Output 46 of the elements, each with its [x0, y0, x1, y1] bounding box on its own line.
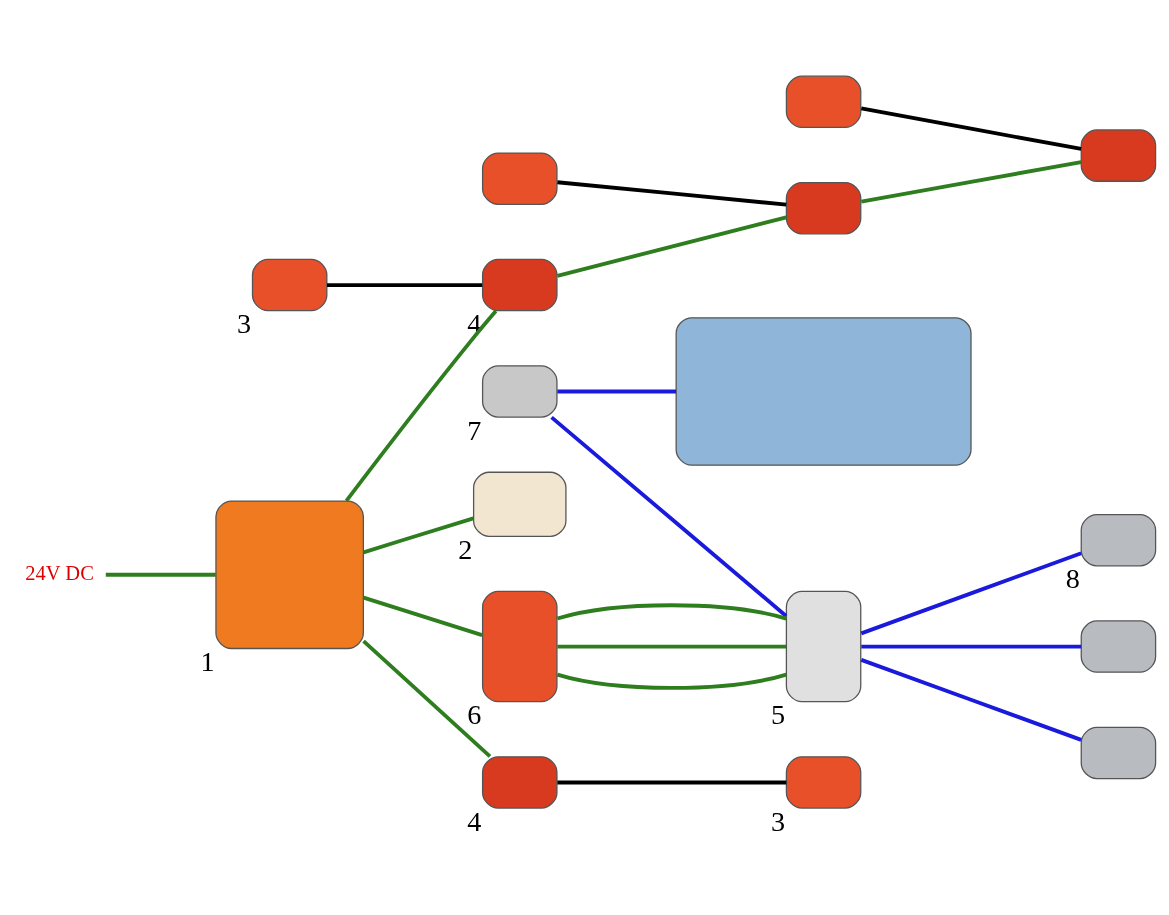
node-label: 3 — [771, 805, 786, 837]
node-box — [481, 590, 558, 703]
node-box — [1080, 513, 1157, 567]
connector — [860, 160, 1082, 204]
connector — [327, 283, 483, 287]
connector — [556, 215, 787, 278]
node-box — [481, 152, 558, 205]
connector — [362, 639, 492, 758]
node-label: 8 — [1065, 563, 1080, 595]
node-box — [481, 756, 558, 809]
node-box — [785, 590, 862, 703]
node-box — [481, 258, 558, 312]
node-box — [1080, 726, 1157, 780]
node-label: 2 — [458, 533, 473, 565]
connector — [556, 603, 787, 621]
node-box — [785, 181, 862, 235]
connector — [344, 309, 498, 503]
connector — [105, 572, 216, 577]
node-box — [1080, 129, 1157, 182]
node-box — [481, 365, 558, 418]
node-label: 3 — [237, 308, 252, 340]
connector — [556, 672, 787, 690]
connector — [860, 106, 1082, 151]
node-label: 6 — [467, 699, 482, 731]
connector — [860, 551, 1082, 636]
connector — [550, 415, 788, 618]
node-label: 5 — [771, 699, 786, 731]
node-label: 7 — [467, 414, 482, 446]
connector — [557, 644, 787, 649]
connector — [557, 389, 677, 394]
node-text: 24V DC — [25, 561, 94, 584]
node-box — [785, 756, 862, 809]
connector — [557, 180, 787, 207]
connector — [861, 644, 1082, 649]
connector — [557, 780, 787, 785]
connector — [860, 658, 1082, 742]
connector — [363, 595, 483, 637]
node-box — [472, 471, 567, 537]
connector — [363, 516, 474, 555]
node-box — [251, 258, 328, 312]
node-box — [785, 75, 862, 129]
node-box — [215, 500, 364, 650]
node-box — [1080, 620, 1157, 673]
node-label: 4 — [467, 805, 482, 837]
node-label: 1 — [200, 646, 215, 678]
node-box — [675, 317, 972, 466]
